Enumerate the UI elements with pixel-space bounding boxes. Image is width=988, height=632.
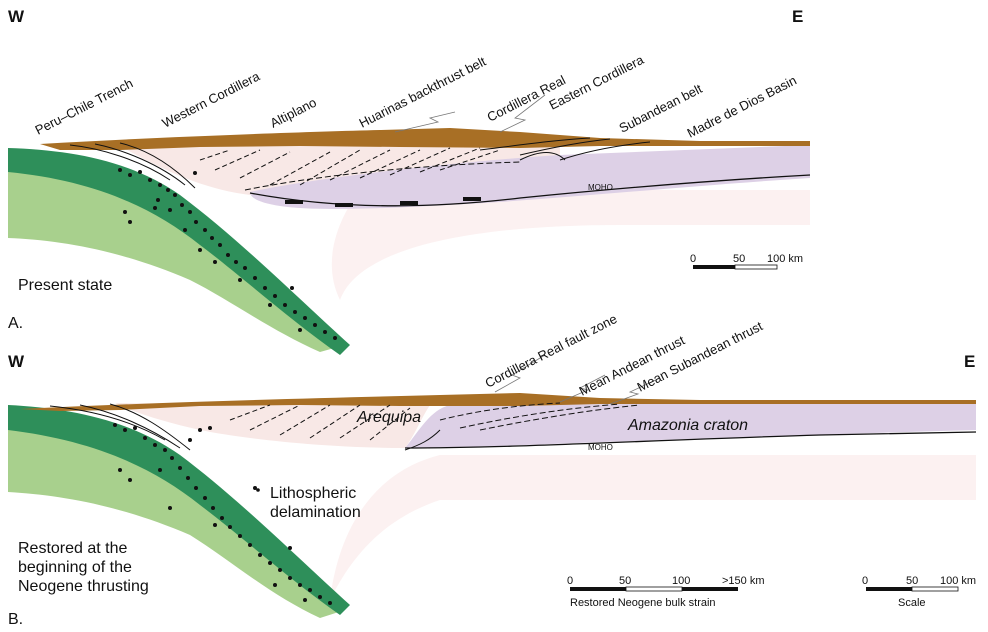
moho-label-b: MOHO [588, 443, 613, 452]
strain-tick-0: 0 [567, 575, 573, 587]
label-altiplano: Altiplano [268, 95, 319, 131]
strain-scale-bar: 0 50 100 >150 km Restored Neogene bulk s… [567, 575, 765, 609]
sedimentary-cover-b [20, 393, 976, 411]
scale-a-tick-1: 50 [733, 253, 745, 265]
panel-letter-a: A. [8, 315, 23, 332]
strain-caption: Restored Neogene bulk strain [570, 597, 716, 609]
sedimentary-cover [40, 128, 810, 150]
leaders-b [494, 354, 661, 405]
east-label-b: E [964, 352, 975, 371]
scale-b-tick-0: 0 [862, 575, 868, 587]
slab-crust-b [8, 405, 350, 615]
moho-label-a: MOHO [588, 183, 613, 192]
panel-a: W E Peru–Chile Trench Western Cordillera… [8, 7, 811, 355]
west-label-a: W [8, 7, 25, 26]
scale-b-tick-1: 50 [906, 575, 918, 587]
strain-tick-3: >150 km [722, 575, 765, 587]
seismicity-a [118, 168, 337, 340]
slab-mantle [8, 170, 345, 352]
strain-tick-2: 100 [672, 575, 690, 587]
scale-caption: Scale [898, 597, 926, 609]
mantle-background [331, 190, 810, 300]
east-label-a: E [792, 7, 803, 26]
label-western-cordillera: Western Cordillera [160, 68, 263, 130]
slab-crust [8, 148, 350, 355]
thrust-faults-b [49, 402, 977, 451]
mantle-background-b [330, 455, 976, 600]
delamination-marker [256, 488, 260, 492]
panel-letter-b: B. [8, 611, 23, 628]
scale-a-tick-0: 0 [690, 253, 696, 265]
panel-b: W E Cordillera Real fault zone Mean Ande… [8, 311, 976, 628]
label-arequipa: Arequipa [356, 409, 421, 426]
label-amazonia: Amazonia craton [627, 417, 748, 434]
state-label-b-3: Neogene thrusting [18, 578, 149, 595]
strain-tick-1: 50 [619, 575, 631, 587]
label-trench: Peru–Chile Trench [33, 75, 136, 137]
label-huarinas: Huarinas backthrust belt [357, 53, 489, 130]
state-label-a: Present state [18, 277, 112, 294]
seismicity-b [113, 423, 332, 605]
continental-crust-east-b [405, 402, 976, 448]
west-label-b: W [8, 352, 25, 371]
state-label-b-2: beginning of the [18, 559, 132, 576]
scale-bar-b: 0 50 100 km Scale [862, 575, 976, 609]
scale-b-tick-2: 100 km [940, 575, 976, 587]
leaders-a [394, 94, 546, 133]
label-delamination-1: Lithospheric [270, 485, 356, 502]
state-label-b-1: Restored at the [18, 540, 128, 557]
slab-mantle-b [8, 425, 345, 618]
label-madre-de-dios: Madre de Dios Basin [685, 73, 799, 141]
label-delamination-2: delamination [270, 504, 361, 521]
continental-crust-east [250, 145, 810, 209]
moho-markers-a [285, 197, 481, 207]
thrust-faults-a [69, 137, 811, 207]
continental-crust-west-b [115, 403, 430, 448]
scale-a-tick-2: 100 km [767, 253, 803, 265]
scale-bar-a: 0 50 100 km [690, 253, 803, 270]
